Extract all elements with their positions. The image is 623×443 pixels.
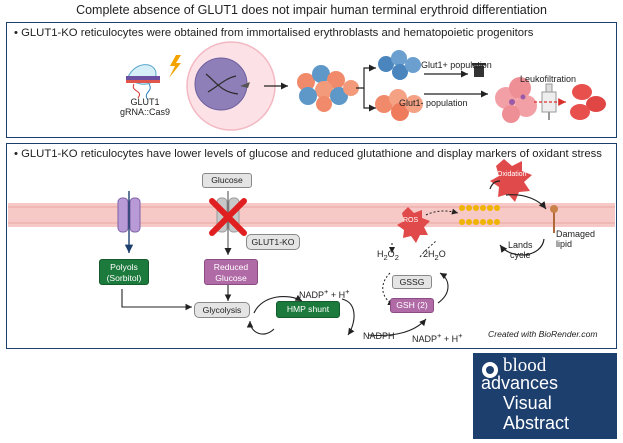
reticulocyte-cluster-icon: [495, 77, 537, 123]
damaged-lipid-icon: [550, 205, 558, 233]
journal-logo: blood advances Visual Abstract: [473, 353, 617, 439]
metabolism-illustration: [8, 159, 615, 336]
nadp-label: NADP+ + H+: [299, 287, 350, 300]
damaged-lipid-label: Damaged lipid: [556, 229, 596, 249]
nadph-label: NADPH: [363, 331, 395, 341]
polyol-transporter-icon: [117, 197, 141, 233]
construct-label: GLUT1 gRNA::Cas9: [120, 97, 171, 117]
logo-blood: blood: [503, 355, 547, 376]
hmp-shunt-box: HMP shunt: [276, 301, 340, 318]
generation-illustration: [126, 41, 606, 131]
glut1-negative-label: Glut1- population: [399, 98, 468, 108]
glut1-positive-label: Glut1+ population: [421, 60, 492, 70]
nadp-h-label: NADP+ + H+: [412, 331, 463, 344]
ros-burst-icon: [397, 207, 430, 243]
blocked-x-icon: [209, 198, 247, 236]
logo-abstract: Abstract: [503, 413, 570, 433]
lightning-icon: [169, 55, 181, 78]
oxidation-label: Oxidation: [497, 171, 527, 178]
red-cells-icon: [570, 84, 606, 120]
crispr-construct-icon: [126, 64, 160, 101]
reduced-glucose-box: Reduced Glucose: [204, 259, 258, 285]
mixed-culture-icon: [297, 65, 359, 112]
erythroblast-cell-icon: [186, 41, 276, 131]
logo-drop-icon: [482, 362, 498, 378]
ros-label: ROS: [403, 217, 419, 224]
trash-icon: [472, 63, 486, 77]
gssg-box: GSSG: [392, 275, 432, 289]
figure-title: Complete absence of GLUT1 does not impai…: [76, 3, 547, 17]
glut1-positive-cells-icon: [378, 50, 421, 80]
h2o2-label: H2O2: [377, 249, 399, 262]
logo-visual: Visual: [503, 393, 552, 413]
lipid-beads: [459, 205, 500, 225]
lands-cycle-label: Lands cycle: [508, 240, 533, 260]
leukofiltration-label: Leukofiltration: [520, 74, 577, 84]
glut1-ko-box: GLUT1-KO: [246, 234, 300, 250]
biorender-credit: Created with BioRender.com: [488, 329, 598, 339]
glut1-negative-cells-icon: [375, 89, 423, 121]
gsh-box: GSH (2): [390, 298, 434, 313]
h2o-label: 2H2O: [423, 249, 446, 262]
glucose-box: Glucose: [202, 173, 252, 188]
logo-advances: advances: [481, 373, 559, 393]
polyols-box: Polyols (Sorbitol): [99, 259, 149, 285]
panel-metabolism-heading: • GLUT1-KO reticulocytes have lower leve…: [14, 148, 602, 160]
oxidation-burst-icon: [490, 159, 532, 202]
glycolysis-box: Glycolysis: [194, 302, 250, 318]
panel-generation-heading: • GLUT1-KO reticulocytes were obtained f…: [14, 27, 534, 39]
